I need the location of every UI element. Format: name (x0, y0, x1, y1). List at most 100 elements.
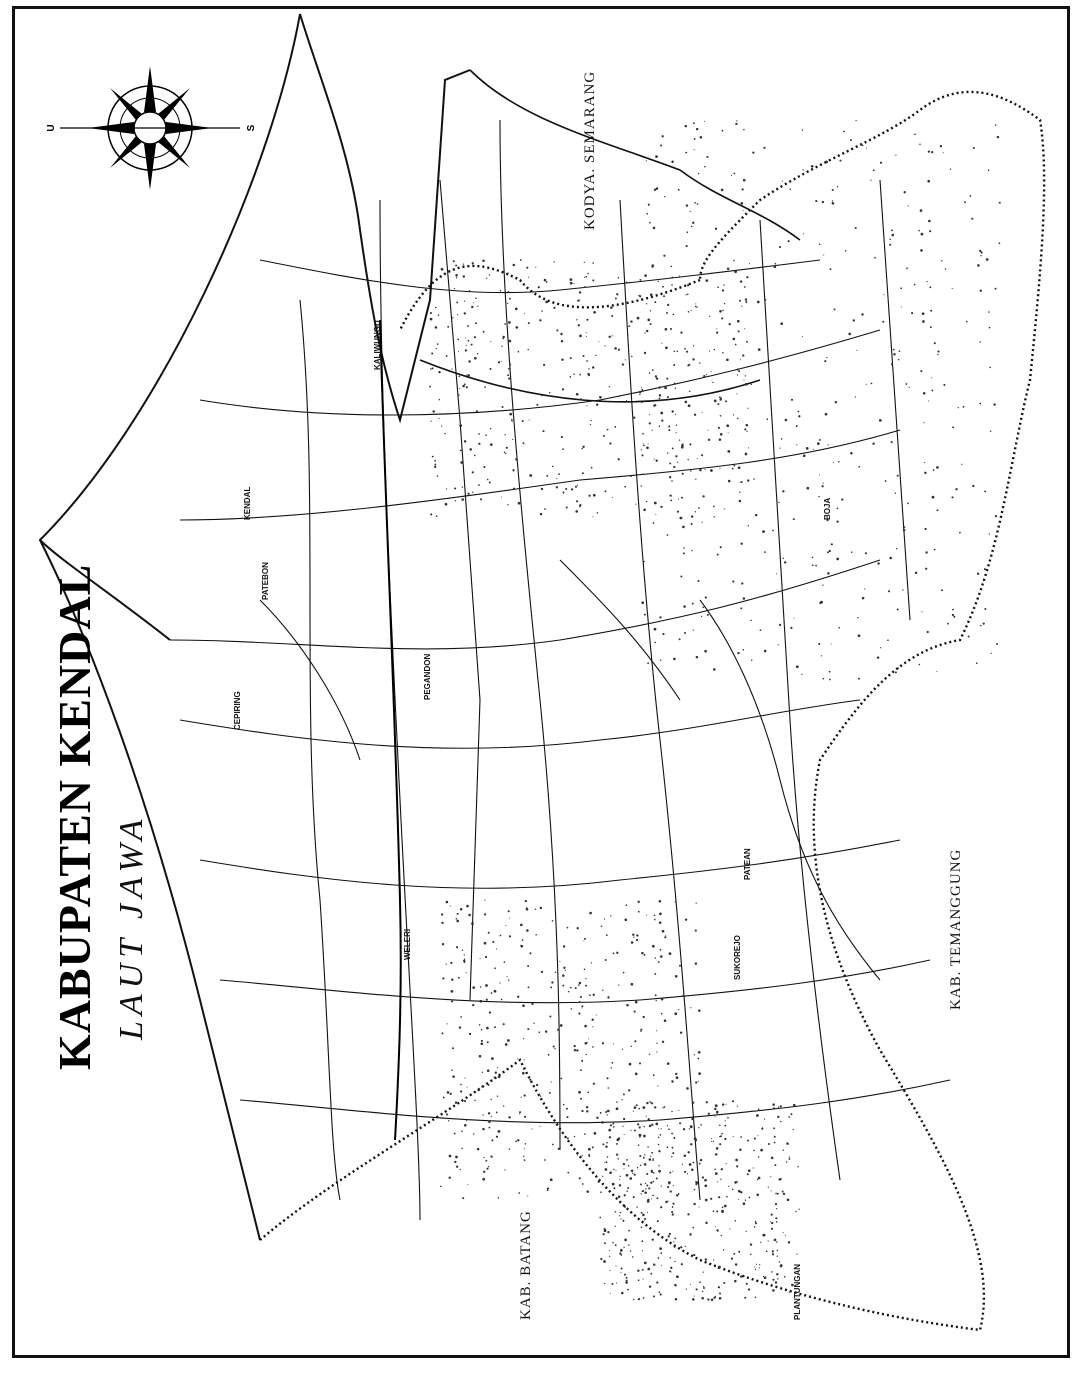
terrain-speckle (692, 1298, 695, 1301)
terrain-speckle (624, 918, 628, 922)
terrain-speckle (649, 293, 653, 296)
terrain-speckle (680, 575, 683, 578)
terrain-speckle (577, 324, 580, 327)
terrain-speckle (758, 1267, 760, 1269)
terrain-speckle (473, 356, 477, 360)
terrain-speckle (748, 1169, 751, 1172)
terrain-speckle (811, 564, 814, 567)
terrain-speckle (798, 1208, 800, 1210)
terrain-speckle (677, 1193, 680, 1195)
terrain-speckle (781, 1190, 784, 1193)
terrain-speckle (601, 1121, 604, 1124)
terrain-speckle (620, 1254, 623, 1256)
terrain-speckle (655, 1177, 658, 1180)
terrain-speckle (699, 468, 702, 472)
terrain-speckle (603, 1229, 607, 1233)
terrain-speckle (635, 1104, 638, 1107)
terrain-speckle (762, 530, 765, 533)
terrain-speckle (653, 501, 657, 505)
terrain-speckle (609, 1270, 611, 1272)
terrain-speckle (734, 343, 737, 346)
terrain-speckle (546, 1187, 550, 1190)
terrain-speckle (673, 382, 676, 385)
terrain-speckle (459, 1168, 461, 1171)
terrain-speckle (941, 589, 943, 592)
terrain-speckle (585, 332, 587, 334)
terrain-speckle (642, 1268, 644, 1271)
terrain-speckle (632, 1256, 634, 1258)
terrain-speckle (450, 1000, 454, 1003)
terrain-speckle (514, 307, 518, 311)
terrain-speckle (793, 617, 795, 619)
terrain-speckle (680, 445, 684, 449)
terrain-speckle (787, 240, 790, 243)
terrain-speckle (611, 314, 614, 318)
terrain-speckle (494, 967, 496, 970)
terrain-speckle (461, 949, 464, 951)
terrain-speckle (672, 1185, 674, 1187)
terrain-speckle (661, 342, 663, 344)
terrain-speckle (649, 323, 652, 326)
terrain-speckle (850, 551, 853, 553)
terrain-speckle (531, 1128, 533, 1130)
terrain-speckle (495, 948, 498, 950)
terrain-speckle (660, 1012, 663, 1015)
terrain-speckle (767, 1142, 770, 1146)
terrain-speckle (562, 974, 565, 977)
terrain-speckle (661, 135, 664, 138)
terrain-speckle (763, 649, 767, 653)
terrain-speckle (650, 1102, 654, 1105)
terrain-speckle (929, 230, 932, 233)
terrain-speckle (788, 1291, 791, 1293)
terrain-speckle (502, 1105, 505, 1107)
terrain-speckle (754, 1222, 758, 1225)
terrain-speckle (779, 1177, 782, 1181)
terrain-speckle (552, 1045, 555, 1048)
terrain-speckle (642, 1297, 645, 1299)
terrain-speckle (702, 495, 705, 498)
terrain-speckle (723, 284, 725, 286)
terrain-speckle (710, 469, 713, 472)
terrain-speckle (732, 337, 736, 341)
terrain-speckle (436, 343, 439, 345)
terrain-speckle (952, 608, 954, 611)
terrain-speckle (663, 254, 666, 257)
terrain-speckle (488, 1120, 491, 1124)
terrain-speckle (453, 287, 456, 290)
terrain-speckle (615, 1107, 619, 1111)
terrain-speckle (782, 1232, 784, 1233)
terrain-speckle (465, 344, 467, 346)
terrain-speckle (688, 390, 691, 393)
terrain-speckle (903, 191, 906, 194)
terrain-speckle (645, 329, 649, 333)
terrain-speckle (456, 919, 460, 923)
terrain-speckle (611, 496, 613, 499)
terrain-speckle (589, 994, 591, 997)
terrain-speckle (722, 1249, 725, 1251)
neighbor-west-label: KAB. BATANG (518, 1210, 534, 1320)
terrain-speckle (658, 386, 661, 389)
terrain-speckle (561, 358, 564, 361)
terrain-speckle (751, 1110, 753, 1112)
terrain-speckle (642, 444, 645, 447)
terrain-speckle (715, 1153, 718, 1156)
terrain-speckle (472, 986, 475, 989)
terrain-speckle (666, 396, 669, 399)
terrain-speckle (783, 1275, 786, 1278)
terrain-speckle (656, 1197, 659, 1200)
terrain-speckle (603, 1242, 606, 1245)
terrain-speckle (967, 635, 970, 638)
terrain-speckle (933, 342, 936, 345)
terrain-speckle (890, 363, 893, 366)
terrain-speckle (707, 438, 711, 442)
terrain-speckle (451, 368, 453, 370)
terrain-speckle (578, 1000, 581, 1003)
terrain-speckle (500, 496, 502, 498)
terrain-speckle (685, 294, 687, 296)
terrain-speckle (933, 548, 936, 551)
terrain-speckle (614, 1244, 617, 1247)
terrain-speckle (622, 1162, 626, 1166)
terrain-speckle (686, 1087, 689, 1090)
terrain-speckle (674, 413, 677, 415)
terrain-speckle (746, 276, 749, 279)
